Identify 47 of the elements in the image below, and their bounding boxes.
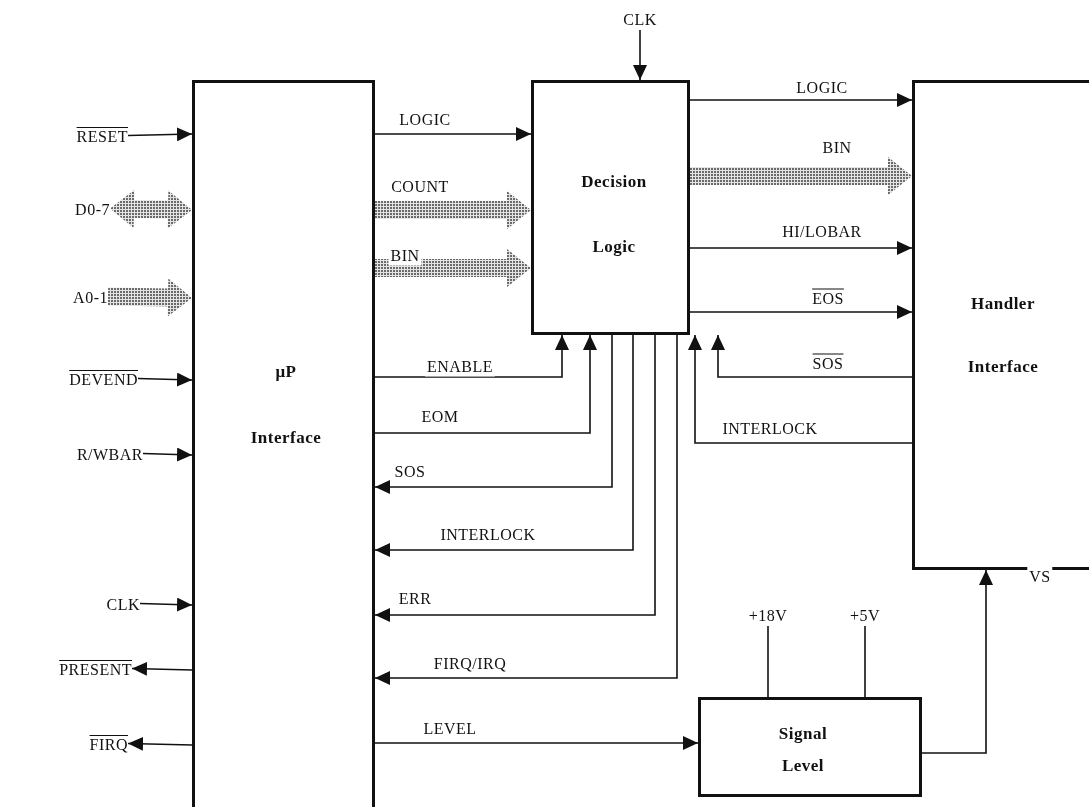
signal-arrow xyxy=(711,334,913,378)
signal-arrow xyxy=(137,372,193,387)
signal-arrow xyxy=(633,29,647,81)
signal-name: RESET xyxy=(76,124,128,147)
signal-arrow xyxy=(689,93,913,107)
block-box xyxy=(192,80,375,807)
block-box xyxy=(531,80,690,335)
block-title: Handler Interface xyxy=(966,293,1040,378)
signal-arrow xyxy=(142,447,193,462)
bus-arrow xyxy=(690,157,912,195)
signal-arrow xyxy=(127,736,193,751)
signal-arrow xyxy=(688,334,913,444)
signal-name: A0-1 xyxy=(73,285,108,308)
signal-name: D0-7 xyxy=(75,197,110,220)
signal-arrow xyxy=(374,334,678,685)
signal-name: CLK xyxy=(106,592,140,615)
signal-name: PRESENT xyxy=(59,657,132,680)
signal-name: DEVEND xyxy=(69,367,138,390)
signal-arrow xyxy=(374,334,634,557)
signal-arrow xyxy=(131,661,193,676)
signal-arrow xyxy=(374,736,699,750)
bus-arrow xyxy=(375,249,531,287)
signal-name: FIRQ xyxy=(89,732,128,755)
signal-name: +5V xyxy=(849,603,881,626)
supply-line xyxy=(864,625,866,698)
block-title: Signal Level xyxy=(777,723,829,777)
block-title: μP Interface xyxy=(249,361,323,449)
block-box xyxy=(698,697,922,797)
signal-arrow xyxy=(139,597,193,612)
signal-arrow xyxy=(374,334,613,494)
signal-arrow xyxy=(374,334,569,378)
signal-arrow xyxy=(921,569,993,754)
signal-name: CLK xyxy=(623,7,657,30)
supply-line xyxy=(767,625,769,698)
bus-arrow xyxy=(107,278,192,317)
signal-arrow xyxy=(374,127,532,141)
bus-arrow xyxy=(375,191,531,229)
bus-arrow xyxy=(110,189,192,229)
signal-arrow xyxy=(374,334,597,434)
signal-arrow xyxy=(374,334,656,622)
signal-arrow xyxy=(689,305,913,319)
block-box xyxy=(912,80,1089,570)
block-title: Decision Logic xyxy=(580,171,648,258)
signal-arrow xyxy=(127,127,193,142)
signal-name: R/WBAR xyxy=(76,442,143,465)
signal-arrow xyxy=(689,241,913,255)
signal-name: +18V xyxy=(748,603,788,626)
